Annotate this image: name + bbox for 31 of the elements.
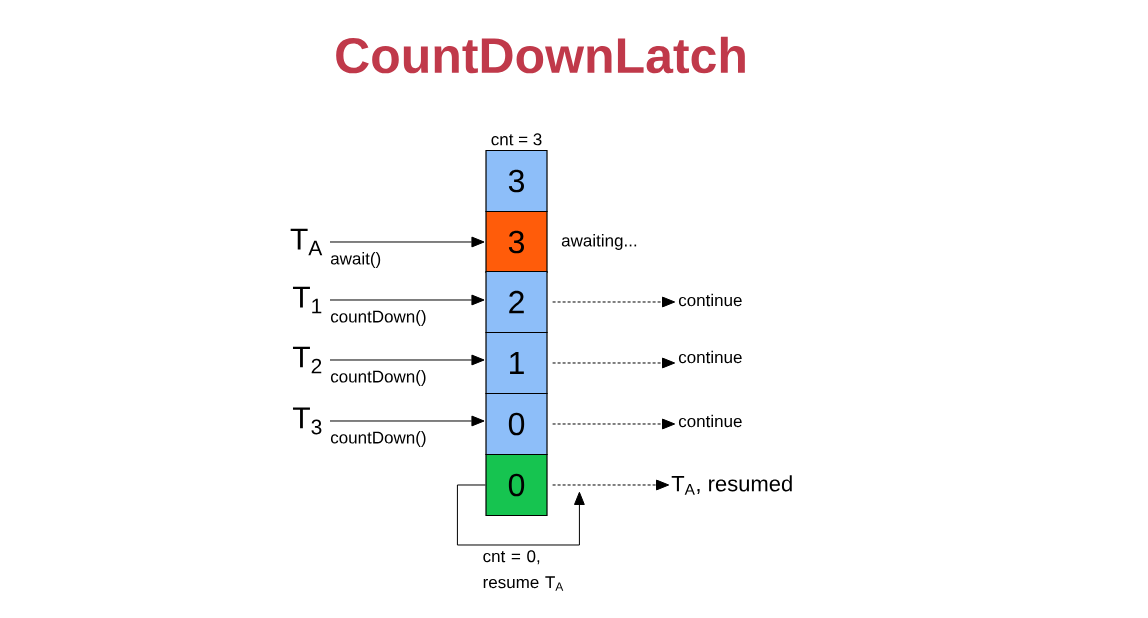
thread-label: T$_{A}$, resumed [671, 475, 792, 495]
edge-label: countDown() [330, 370, 426, 386]
counter-cell: 0 [485, 453, 548, 517]
arrow [552, 296, 676, 308]
arrow [456, 484, 585, 546]
status-label: awaiting... [561, 234, 637, 250]
thread-label: T$_{3}$ [293, 407, 322, 435]
counter-cell: 3 [485, 149, 548, 213]
arrow [329, 294, 485, 306]
status-label: continue [678, 414, 742, 428]
edge-label: cnt = 0, resume T$_{A}$ [483, 550, 564, 591]
counter-cell: 3 [485, 210, 548, 274]
arrow [329, 415, 485, 427]
arrow [552, 357, 676, 369]
counter-label: cnt = 3 [491, 133, 542, 146]
status-label: continue [678, 350, 742, 364]
arrow [552, 479, 670, 491]
status-label: continue [678, 293, 742, 307]
counter-cell: 0 [485, 392, 548, 456]
counter-cell: 1 [485, 331, 548, 395]
arrow [329, 354, 485, 366]
title: CountDownLatch [336, 36, 745, 74]
arrow [329, 236, 485, 248]
edge-label: await() [330, 252, 381, 268]
thread-label: T$_{2}$ [293, 346, 322, 374]
counter-cell: 2 [485, 270, 548, 334]
edge-label: countDown() [330, 431, 426, 447]
arrow [552, 418, 676, 430]
thread-label: T$_{A}$ [290, 228, 323, 256]
edge-label: countDown() [330, 310, 426, 326]
thread-label: T$_{1}$ [293, 286, 322, 314]
